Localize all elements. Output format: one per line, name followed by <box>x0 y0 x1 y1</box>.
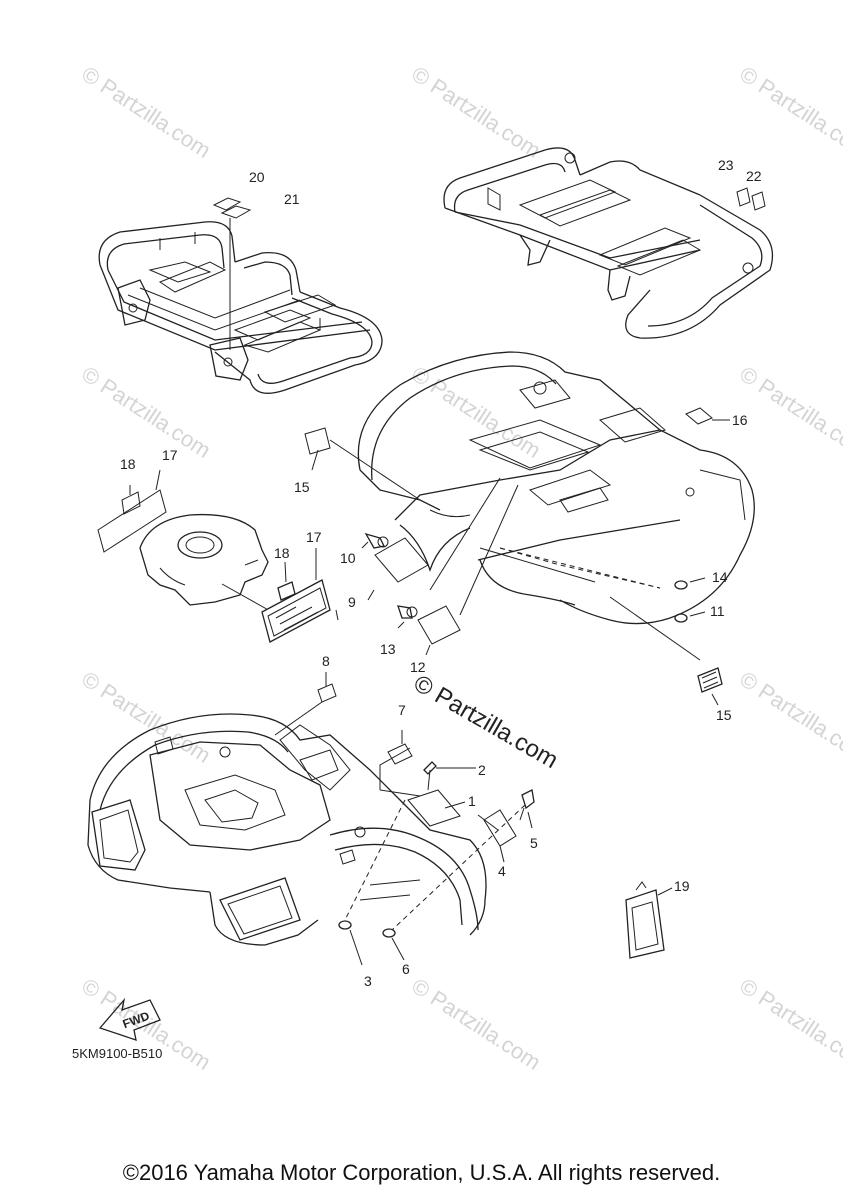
decal-15-upper <box>304 427 421 501</box>
decal-4 <box>483 809 517 847</box>
part-number: 6 <box>402 961 410 977</box>
decal-7 <box>387 743 413 765</box>
watermark: © Partzilla.com <box>407 61 545 163</box>
rear-fender <box>357 351 755 661</box>
part-number: 15 <box>716 707 732 723</box>
front-fender <box>87 701 526 946</box>
watermark: © Partzilla.com <box>735 361 843 463</box>
part-number: 22 <box>746 168 762 184</box>
washer-3 <box>338 920 352 930</box>
part-number: 5 <box>530 835 538 851</box>
fastener-5 <box>519 789 535 829</box>
part-number: 2 <box>478 762 486 778</box>
fwd-arrow-icon: FWD <box>98 997 161 1041</box>
decal-16 <box>685 407 713 425</box>
copyright-notice: ©2016 Yamaha Motor Corporation, U.S.A. A… <box>122 1160 721 1185</box>
part-number: 23 <box>718 157 734 173</box>
part-number: 7 <box>398 702 406 718</box>
front-carrier-rack <box>98 197 383 394</box>
part-number: 11 <box>710 603 725 619</box>
washer-6 <box>382 928 396 938</box>
washers-11-14 <box>674 577 706 623</box>
watermark: © Partzilla.com <box>407 973 545 1075</box>
watermark-main: © Partzilla.com <box>409 670 563 774</box>
part-number: 16 <box>732 412 748 428</box>
part-number: 15 <box>294 479 310 495</box>
part-number: 4 <box>498 863 506 879</box>
part-number: 12 <box>410 659 426 675</box>
part-number: 3 <box>364 973 372 989</box>
decal-8 <box>317 683 337 703</box>
front-tank-cover <box>97 469 273 613</box>
watermark: © Partzilla.com <box>735 973 843 1075</box>
part-number: 14 <box>712 569 728 585</box>
rivets-10-13 <box>361 532 418 629</box>
part-number: 19 <box>674 878 690 894</box>
decals-9-12 <box>367 537 461 656</box>
part-number: 20 <box>249 169 265 185</box>
part-number: 9 <box>348 594 356 610</box>
diagram-code: 5KM9100-B510 <box>72 1046 162 1061</box>
watermark: © Partzilla.com <box>735 61 843 163</box>
watermark: © Partzilla.com <box>735 666 843 768</box>
watermark: © Partzilla.com <box>77 61 215 163</box>
part-number: 18 <box>274 545 290 561</box>
part-number: 13 <box>380 641 396 657</box>
fastener-2 <box>423 761 476 791</box>
decal-15-lower <box>697 667 723 706</box>
part-number: 17 <box>162 447 178 463</box>
part-number-labels: 1 2 3 4 5 6 7 8 9 10 11 12 13 14 15 15 1… <box>120 157 762 989</box>
rear-carrier-rack <box>443 147 774 339</box>
part-number: 1 <box>468 793 476 809</box>
part-number: 21 <box>284 191 300 207</box>
watermark: © Partzilla.com <box>77 361 215 463</box>
part-number: 18 <box>120 456 136 472</box>
grizzly-emblem <box>261 548 339 643</box>
part-number: 8 <box>322 653 330 669</box>
decal-1 <box>407 789 461 827</box>
part-number: 10 <box>340 550 356 566</box>
watermark: © Partzilla.com <box>407 361 545 463</box>
info-card-19 <box>625 881 673 959</box>
part-number: 17 <box>306 529 322 545</box>
